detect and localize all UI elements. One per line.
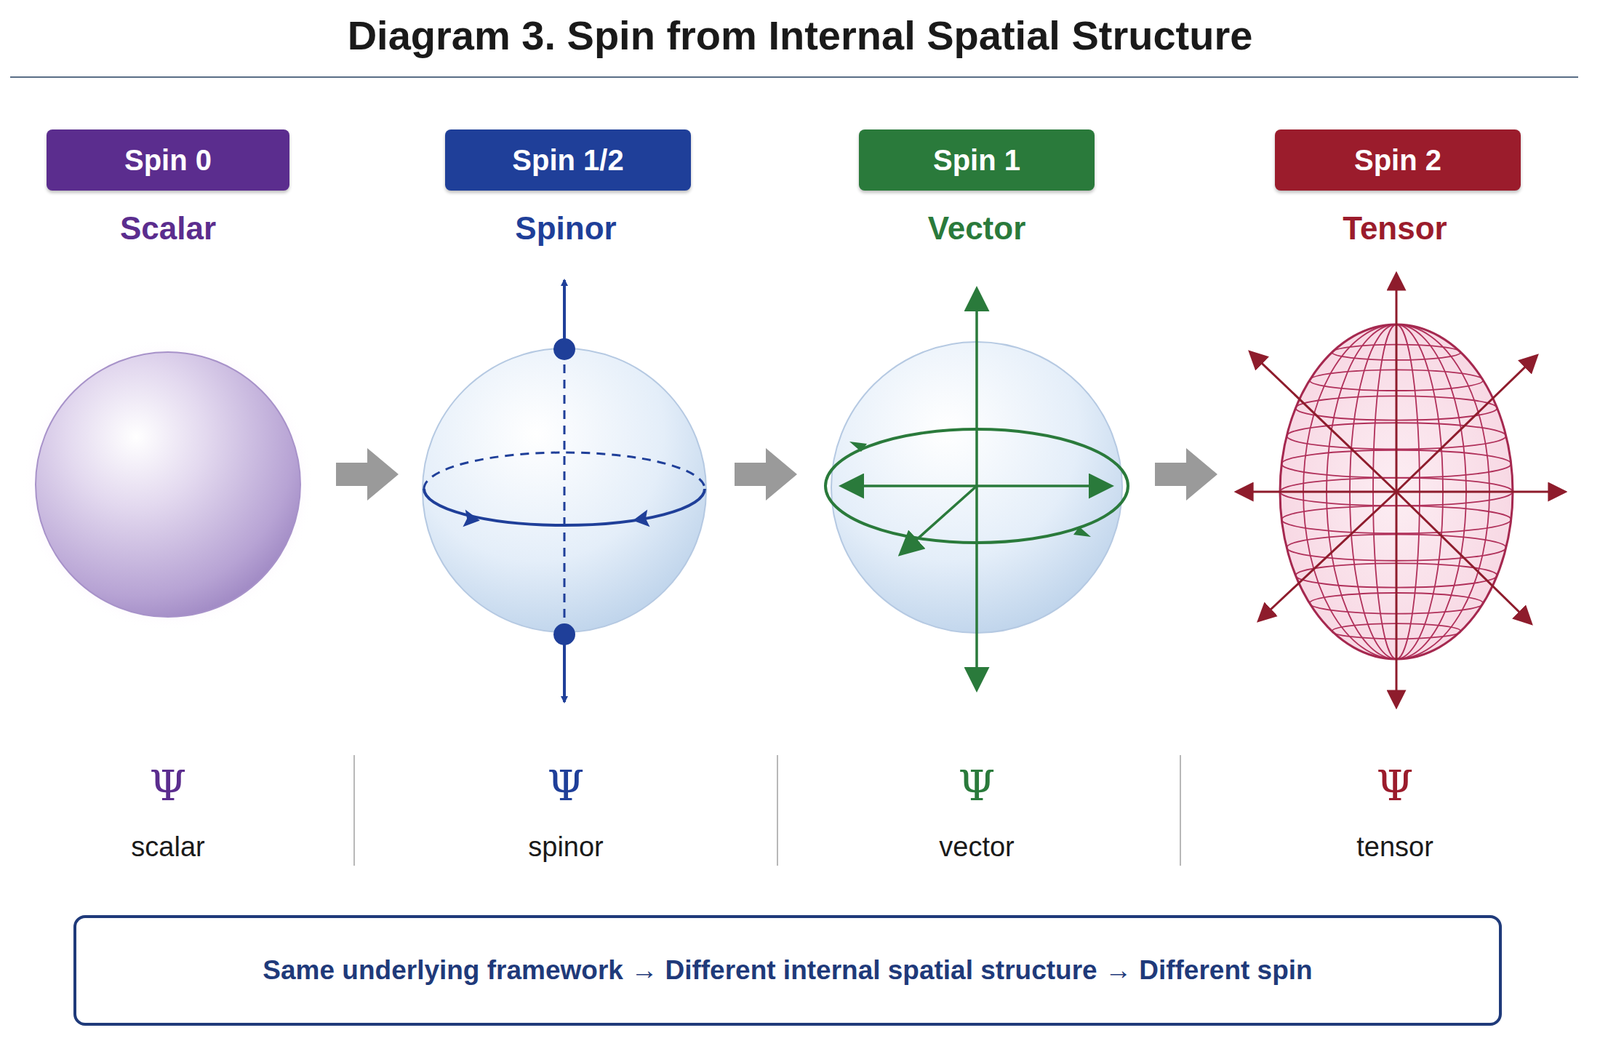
badge-text: Spin 1/2: [512, 144, 624, 177]
badge-text: Spin 0: [124, 144, 212, 177]
type-subtitle: Tensor: [1342, 210, 1447, 247]
type-subtitle: Spinor: [514, 210, 616, 247]
type-subtitle: Vector: [928, 210, 1027, 247]
spin-badge: Spin 1/2: [445, 129, 691, 191]
field-type-label: tensor: [1356, 831, 1434, 863]
summary-box: Same underlying framework → Different in…: [73, 914, 1502, 1026]
psi-symbol: Ψ: [149, 760, 187, 811]
summary-text: Same underlying framework → Different in…: [262, 954, 1312, 986]
spin-badge: Spin 2: [1274, 129, 1521, 191]
field-type-label: spinor: [528, 831, 604, 863]
spin-badge: Spin 1: [858, 129, 1095, 191]
psi-symbol: Ψ: [958, 760, 996, 811]
badge-text: Spin 2: [1354, 144, 1442, 177]
badge-text: Spin 1: [933, 144, 1021, 177]
title: Diagram 3. Spin from Internal Spatial St…: [347, 11, 1254, 59]
type-subtitle: Scalar: [120, 210, 216, 247]
psi-symbol: Ψ: [547, 760, 585, 811]
field-type-label: scalar: [130, 831, 205, 863]
spin-badge: Spin 0: [46, 129, 290, 191]
field-type-label: vector: [938, 831, 1014, 863]
psi-symbol: Ψ: [1376, 760, 1414, 811]
